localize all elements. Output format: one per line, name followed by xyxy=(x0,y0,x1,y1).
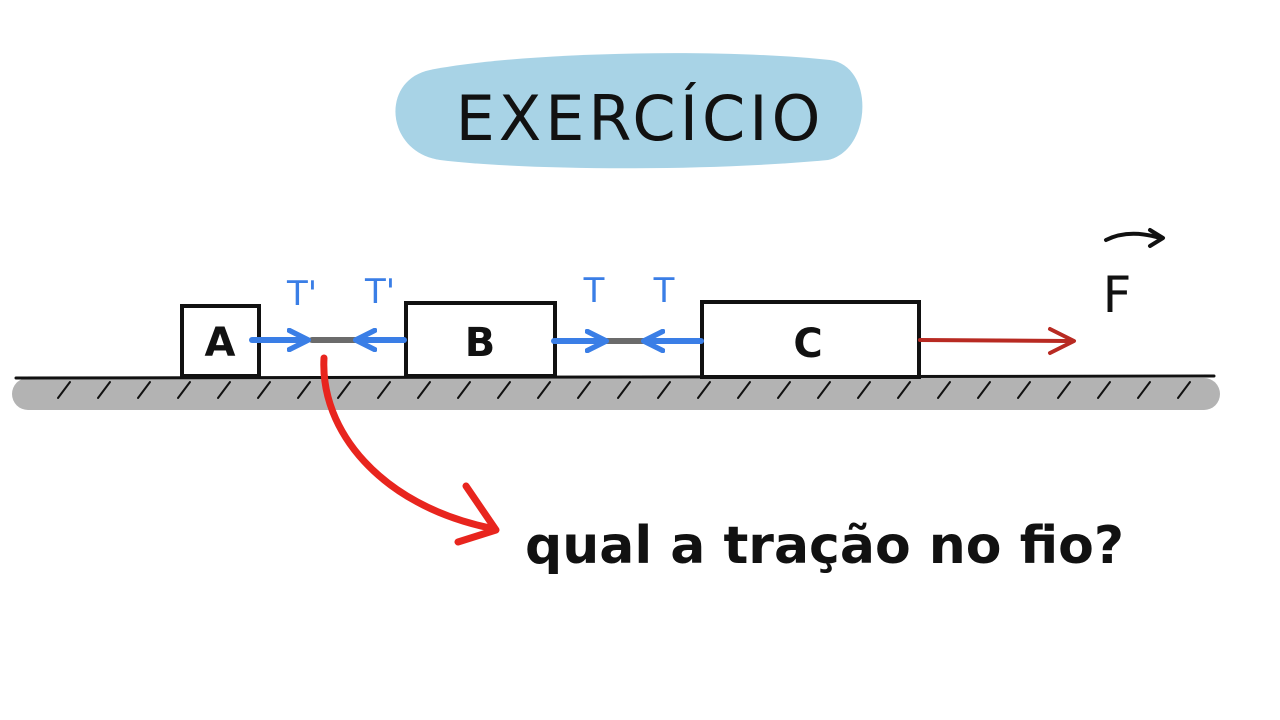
page-title: EXERCÍCIO xyxy=(456,82,825,155)
ground-surface xyxy=(12,374,1220,410)
question-text: qual a tração no fio? xyxy=(525,516,1124,576)
block-b-label: B xyxy=(465,320,496,366)
tension-label-t-prime-b: T' xyxy=(364,272,395,312)
block-a-label: A xyxy=(205,320,236,366)
curved-arrow-head xyxy=(454,482,500,546)
tension-label-t-b: T xyxy=(583,271,605,311)
ground-hatching xyxy=(57,381,1191,399)
tension-label-t-c: T xyxy=(653,271,675,311)
force-label: F xyxy=(1103,266,1132,324)
block-c-label: C xyxy=(793,321,822,367)
force-arrow-head xyxy=(1048,327,1076,355)
force-arrow xyxy=(918,338,1070,343)
tension-label-t-prime-a: T' xyxy=(286,274,317,314)
curved-arrow-icon xyxy=(320,354,494,532)
title-bubble xyxy=(395,53,863,169)
vector-arrow-icon xyxy=(1104,228,1165,248)
